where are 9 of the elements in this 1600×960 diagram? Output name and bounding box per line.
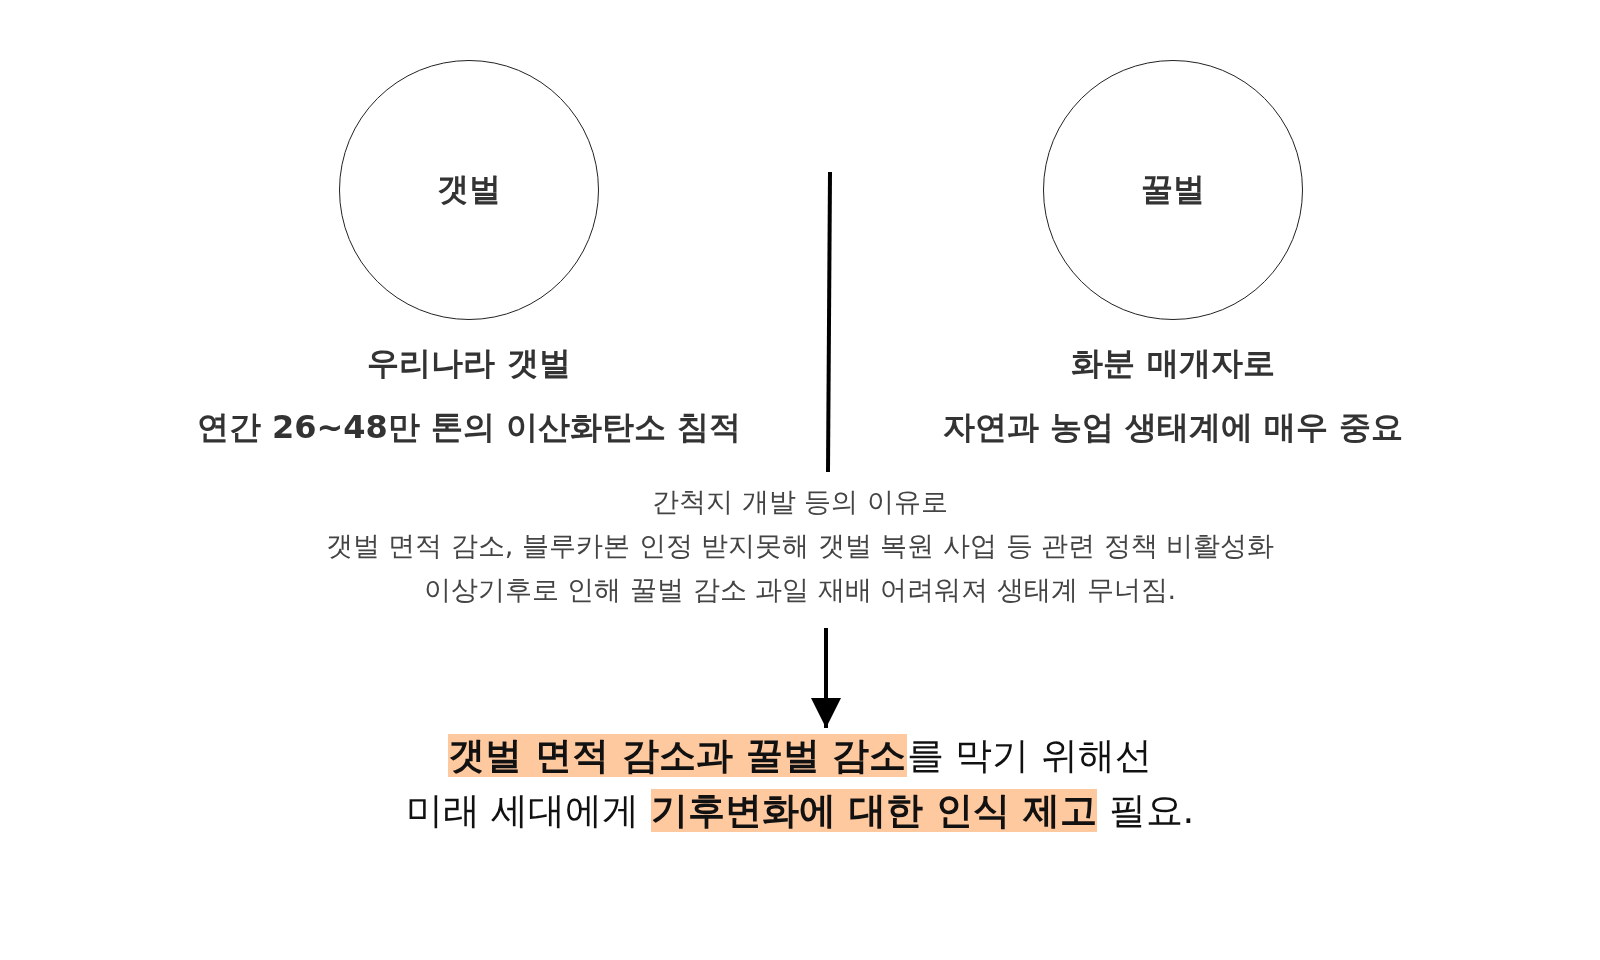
node-label: 갯벌 [437, 169, 501, 210]
arrow [811, 628, 841, 728]
conclusion-text: 갯벌 면적 감소과 꿀벌 감소를 막기 위해선 미래 세대에게 기후변화에 대한 인식 제고 필요. [405, 733, 1195, 834]
caption-text: 자연과 농업 생태계에 매우 중요 [942, 407, 1404, 448]
caption-text: 우리나라 갯벌 [367, 343, 571, 384]
description-text: 간척지 개발 등의 이유로 갯벌 면적 감소, 블루카본 인정 받지못해 갯벌 복원 사업 등 관련 정책 비활성화 이상기후로 인해 꿀벌 감소 과일 재배 어려워져 생태계 무너짐. [325, 485, 1275, 607]
caption-text: 연간 26~48만 톤의 이산화탄소 침적 [196, 407, 742, 448]
caption-text: 화분 매개자로 [1071, 343, 1275, 384]
node-label: 꿀벌 [1141, 169, 1205, 210]
